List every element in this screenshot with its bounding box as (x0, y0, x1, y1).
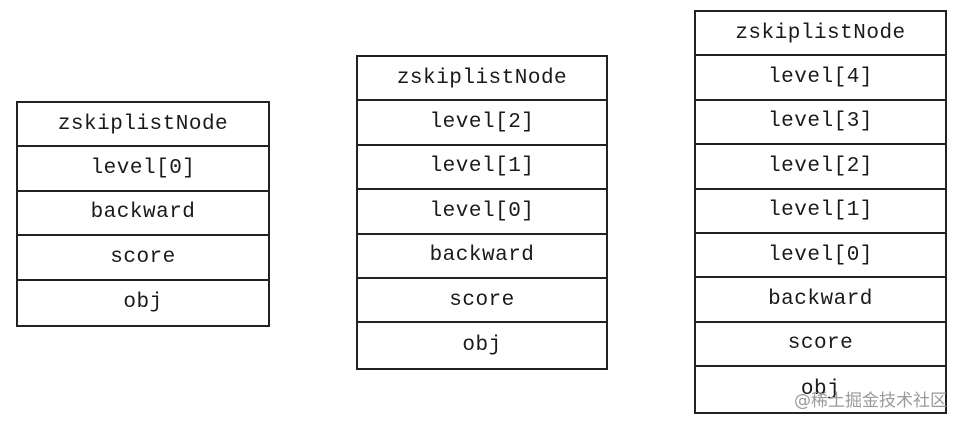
node-2-level-1: level[1] (358, 146, 606, 191)
watermark: @稀土掘金技术社区 (794, 391, 947, 411)
node-3-level-1: level[1] (696, 190, 945, 234)
skiplist-node-1: zskiplistNode level[0] backward score ob… (16, 101, 270, 327)
node-2-score: score (358, 279, 606, 324)
node-3-level-3: level[3] (696, 101, 945, 146)
node-3-obj: obj (800, 377, 841, 401)
node-3-level-0: level[0] (696, 234, 945, 279)
node-2-title: zskiplistNode (358, 57, 606, 102)
node-2-level-0: level[0] (358, 190, 606, 235)
skiplist-node-2: zskiplistNode level[2] level[1] level[0]… (356, 55, 608, 370)
node-3-title: zskiplistNode (696, 12, 945, 57)
skiplist-node-3: zskiplistNode level[4] level[3] level[2]… (694, 10, 947, 414)
node-1-title: zskiplistNode (18, 103, 268, 148)
node-2-obj: obj (462, 334, 502, 358)
node-2-level-2: level[2] (358, 101, 606, 146)
node-1-score: score (18, 236, 268, 281)
node-1-backward: backward (18, 192, 268, 237)
node-3-level-2: level[2] (696, 145, 945, 190)
node-3-backward: backward (696, 278, 945, 323)
node-2-backward: backward (358, 235, 606, 279)
node-3-level-4: level[4] (696, 56, 945, 101)
node-3-score: score (696, 323, 945, 368)
node-1-obj: obj (123, 291, 163, 315)
node-1-level-0: level[0] (18, 147, 268, 192)
